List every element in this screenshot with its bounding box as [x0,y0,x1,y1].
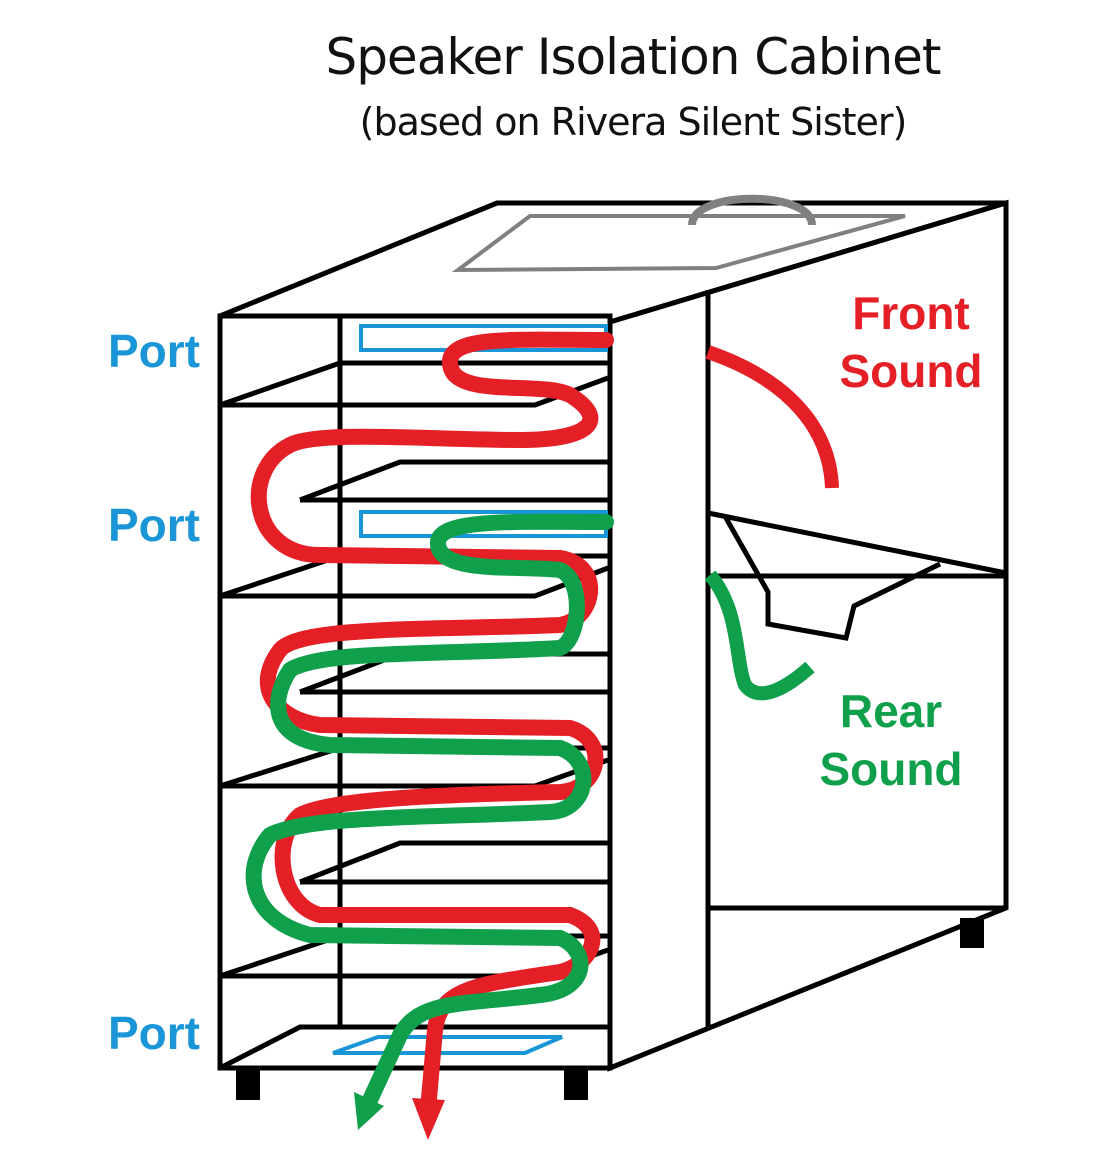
speaker-baffle [707,510,1007,576]
top-panel [451,214,906,273]
front-sound-label: Front Sound [826,284,996,400]
port-label-bottom: Port [108,1007,200,1059]
shelf-2 [299,459,608,503]
rear-sound-exit [704,570,815,701]
bottom-floor [218,1024,608,1071]
front-sound-exit [705,345,839,489]
port-bottom [332,1035,563,1055]
rear-sound-label-line1: Rear [839,685,943,737]
front-sound-label-line1: Front [852,287,970,339]
rear-sound-path [245,513,614,1108]
diagram-subtitle: (based on Rivera Silent Sister) [359,100,908,144]
rear-sound-arrowhead [354,1092,384,1130]
port-label-middle: Port [108,499,200,551]
foot-left [236,1068,260,1100]
front-sound-arrowhead [412,1098,445,1140]
shelf-1-front [220,375,609,408]
foot-middle [564,1068,588,1100]
rear-sound-label-line2: Sound [819,743,963,795]
foot-right [960,918,984,948]
speaker-cone [723,516,942,641]
rear-sound-label: Rear Sound [806,682,976,798]
diagram-title: Speaker Isolation Cabinet [325,28,941,86]
shelf-6 [299,840,608,885]
front-sound-label-line2: Sound [839,345,983,397]
port-label-top: Port [108,325,200,377]
shelf-1 [219,360,608,408]
handle-icon [688,194,816,226]
front-sound-path [250,331,614,1118]
